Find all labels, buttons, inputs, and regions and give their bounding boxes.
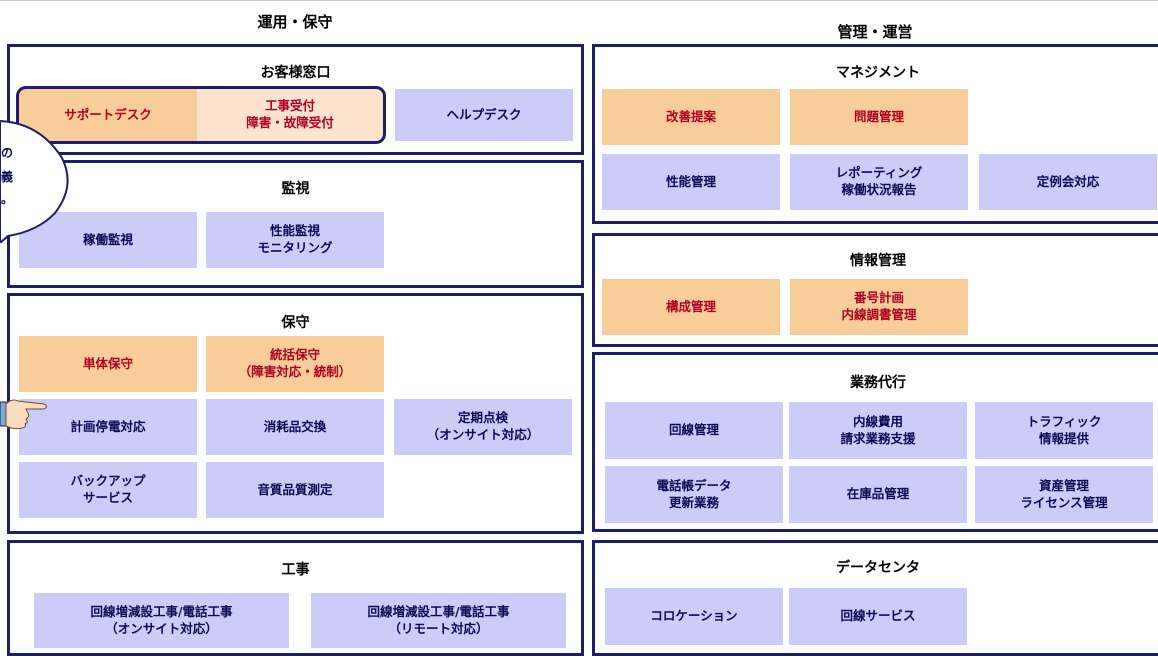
box-improvement-proposal: 改善提案: [602, 89, 780, 145]
box-operation-monitoring: 稼働監視: [19, 212, 197, 268]
top-divider: [0, 0, 1158, 1]
box-regular-meeting: 定例会対応: [979, 154, 1157, 210]
pointing-hand-icon: [0, 399, 47, 430]
box-problem-management: 問題管理: [790, 89, 968, 145]
box-line-management: 回線管理: [605, 402, 783, 459]
box-unit-maintenance: 単体保守: [19, 336, 197, 392]
bubble-line-2: 義: [1, 170, 14, 184]
box-support-desk: サポートデスク: [19, 89, 197, 141]
group-maintenance: 保守 単体保守 統括保守 （障害対応・統制） 計画停電対応 消耗品交換 定期点検…: [7, 293, 584, 534]
box-help-desk: ヘルプデスク: [395, 89, 573, 141]
box-asset-license: 資産管理 ライセンス管理: [975, 466, 1153, 523]
group-title-construction: 工事: [281, 562, 310, 578]
bubble-line-1: の: [1, 146, 14, 160]
group-information-management: 情報管理 構成管理 番号計画 内線調書管理: [592, 233, 1158, 347]
box-line-service: 回線サービス: [789, 588, 967, 645]
box-construction-remote: 回線増減設工事/電話工事 （リモート対応）: [311, 593, 566, 648]
speech-bubble: [0, 119, 69, 243]
box-backup-service: バックアップ サービス: [19, 462, 197, 518]
group-monitoring: 監視 稼働監視 性能監視 モニタリング: [7, 160, 584, 288]
box-extension-billing: 内線費用 請求業務支援: [789, 402, 967, 459]
left-column-title: 運用・保守: [257, 13, 333, 31]
box-numbering-plan: 番号計画 内線調書管理: [790, 279, 968, 335]
group-title-management: マネジメント: [836, 65, 920, 81]
box-performance-monitoring: 性能監視 モニタリング: [206, 212, 384, 268]
bubble-line-3: 。: [1, 192, 14, 206]
group-management: マネジメント 改善提案 問題管理 性能管理 レポーティング 稼働状況報告 定例会…: [592, 44, 1158, 224]
group-title-maintenance: 保守: [281, 315, 310, 331]
group-title-information: 情報管理: [850, 253, 906, 269]
box-configuration-management: 構成管理: [602, 279, 780, 335]
box-phonebook-data: 電話帳データ 更新業務: [605, 466, 783, 523]
box-sound-quality: 音質品質測定: [206, 462, 384, 518]
box-inventory-management: 在庫品管理: [789, 466, 967, 523]
group-business-agency: 業務代行 回線管理 内線費用 請求業務支援 トラフィック 情報提供 電話帳データ…: [592, 352, 1158, 532]
box-traffic-info: トラフィック 情報提供: [975, 402, 1153, 459]
box-consumables: 消耗品交換: [206, 399, 384, 455]
highlight-frame-reception: [16, 86, 386, 144]
box-colocation: コロケーション: [605, 588, 783, 645]
group-title-monitoring: 監視: [281, 181, 310, 197]
group-title-datacenter: データセンタ: [836, 560, 920, 576]
box-construction-onsite: 回線増減設工事/電話工事 （オンサイト対応）: [34, 593, 289, 648]
box-construction-fault-reception: 工事受付 障害・故障受付: [197, 89, 383, 141]
group-datacenter: データセンタ コロケーション 回線サービス: [592, 540, 1158, 656]
box-periodic-inspection: 定期点検 （オンサイト対応）: [394, 399, 572, 455]
group-customer-reception: お客様窓口 サポートデスク 工事受付 障害・故障受付 ヘルプデスク: [7, 44, 584, 155]
box-reporting: レポーティング 稼働状況報告: [790, 154, 968, 210]
group-construction: 工事 回線増減設工事/電話工事 （オンサイト対応） 回線増減設工事/電話工事 （…: [7, 540, 584, 656]
right-column-title: 管理・運営: [837, 23, 913, 41]
box-planned-outage: 計画停電対応: [19, 399, 197, 455]
box-performance-management: 性能管理: [602, 154, 780, 210]
group-title-customer-reception: お客様窓口: [260, 65, 331, 81]
group-title-agency: 業務代行: [850, 375, 906, 391]
box-integrated-maintenance: 統括保守 （障害対応・統制）: [206, 336, 384, 392]
